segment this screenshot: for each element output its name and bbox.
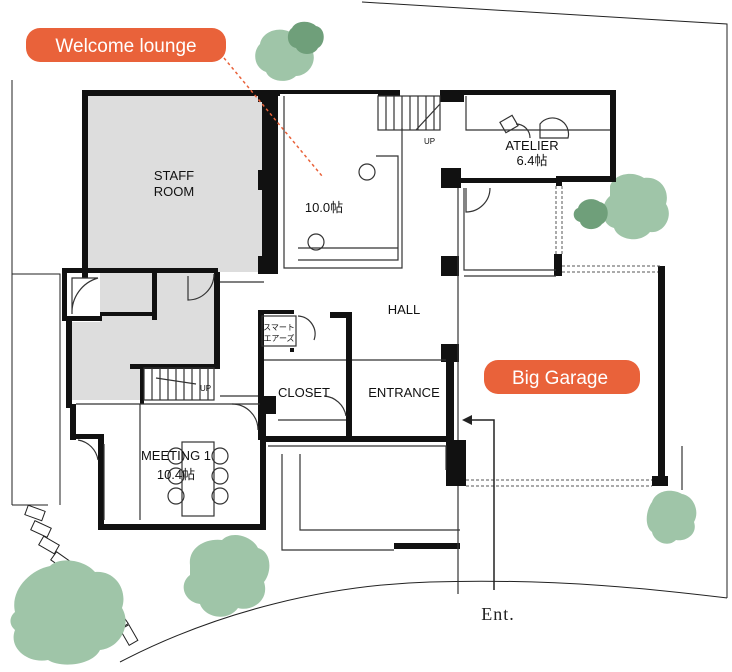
- big-garage-tag: Big Garage: [484, 360, 640, 394]
- stairs: [143, 95, 441, 401]
- meeting-table: [167, 441, 229, 517]
- meeting-size-label: 10.4帖: [157, 467, 195, 482]
- smart-air-label-1: スマート: [263, 323, 295, 332]
- entrance-label: ENTRANCE: [368, 385, 440, 400]
- tree-right: [602, 173, 669, 240]
- smart-air-box: [261, 315, 297, 347]
- big-garage-text: Big Garage: [512, 368, 608, 389]
- tree-bottom-right: [646, 490, 697, 544]
- meeting-label: MEETING 1: [141, 448, 211, 463]
- tree-bottom-left: [10, 560, 126, 665]
- staff-room-label-2: ROOM: [154, 184, 194, 199]
- welcome-lounge-tag: Welcome lounge: [26, 28, 226, 62]
- stair-up-lower-label: UP: [200, 384, 211, 393]
- walls: [62, 90, 668, 549]
- welcome-lounge-leader: [223, 57, 323, 177]
- entrance-arrow: [462, 415, 495, 590]
- entrance-ent-label: Ent.: [481, 604, 515, 624]
- smart-air-label-2: エアーズ: [263, 333, 294, 343]
- atelier-size-label: 6.4帖: [516, 153, 547, 168]
- tree-top-left-dark: [287, 21, 324, 54]
- trees: [10, 21, 697, 665]
- staff-room-label-1: STAFF: [154, 168, 194, 183]
- staff-room-floor: [72, 96, 262, 400]
- partitions: [76, 96, 683, 594]
- tree-right-dark: [573, 199, 608, 230]
- stair-up-upper-label: UP: [424, 137, 435, 146]
- lounge-size-label: 10.0帖: [305, 200, 343, 215]
- welcome-lounge-text: Welcome lounge: [55, 36, 196, 57]
- site-boundary: [11, 1, 728, 663]
- closet-label: CLOSET: [278, 385, 330, 400]
- hall-label: HALL: [388, 302, 421, 317]
- tree-bottom-center: [183, 534, 270, 617]
- doors: [71, 114, 570, 461]
- atelier-label: ATELIER: [505, 138, 558, 153]
